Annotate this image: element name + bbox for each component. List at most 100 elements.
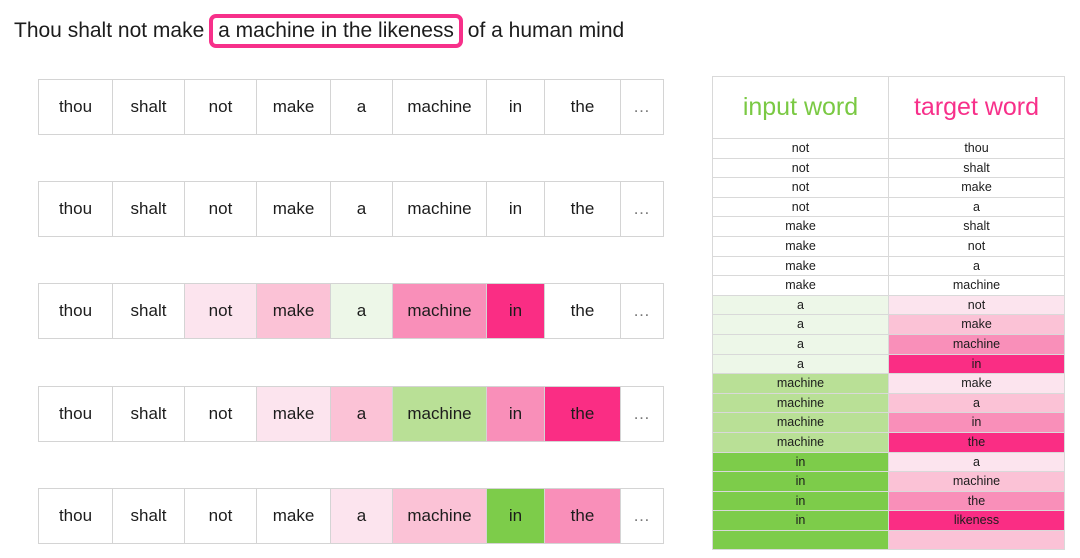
cell-input-word: machine [712, 412, 889, 433]
token-cell-a: a [331, 387, 393, 441]
token-cell-in: in [487, 387, 545, 441]
token-cell-ellipsis: … [621, 284, 663, 338]
cell-target-word: the [888, 431, 1065, 453]
token-cell-make: make [257, 387, 331, 441]
cell-target-word: machine [888, 471, 1065, 492]
token-cell-a: a [331, 182, 393, 236]
cell-input-word: in [712, 451, 889, 473]
cell-input-word: machine [712, 373, 889, 394]
token-cell-shalt: shalt [113, 182, 185, 236]
cell-target-word: likeness [888, 510, 1065, 531]
cell-target-word: in [888, 353, 1065, 375]
token-cell-machine: machine [393, 387, 487, 441]
token-cell-shalt: shalt [113, 489, 185, 543]
token-cell-thou: thou [39, 489, 113, 543]
token-cell-the: the [545, 387, 621, 441]
cell-input-word: not [712, 177, 889, 198]
cell-target-word: machine [888, 333, 1065, 355]
token-cell-make: make [257, 489, 331, 543]
cell-target-word: shalt [888, 157, 1065, 179]
token-cell-thou: thou [39, 284, 113, 338]
token-cell-in: in [487, 80, 545, 134]
cell-target-word: not [888, 235, 1065, 257]
token-cell-machine: machine [393, 80, 487, 134]
token-cell-thou: thou [39, 387, 113, 441]
cell-input-word: a [712, 294, 889, 316]
token-cell-shalt: shalt [113, 80, 185, 134]
token-cell-machine: machine [393, 182, 487, 236]
cell-target-word: a [888, 255, 1065, 277]
sentence-title: Thou shalt not make a machine in the lik… [14, 14, 624, 48]
column-header-input-word: input word [712, 76, 889, 139]
token-cell-ellipsis: … [621, 182, 663, 236]
token-cell-shalt: shalt [113, 387, 185, 441]
token-cell-in: in [487, 284, 545, 338]
cell-target-word: make [888, 177, 1065, 198]
cell-target-word: not [888, 294, 1065, 316]
token-cell-not: not [185, 284, 257, 338]
table-header-row: input word target word [712, 76, 1065, 139]
cell-target-word: in [888, 412, 1065, 433]
token-cell-the: the [545, 284, 621, 338]
cell-target-word: make [888, 314, 1065, 335]
title-suffix: of a human mind [467, 19, 625, 42]
cell-input-word: make [712, 275, 889, 296]
token-cell-a: a [331, 284, 393, 338]
cell-input-word: machine [712, 431, 889, 453]
token-cell-a: a [331, 80, 393, 134]
cell-target-word: make [888, 373, 1065, 394]
cell-input-word: make [712, 255, 889, 277]
cell-input-word: a [712, 314, 889, 335]
cell-input-word [712, 529, 889, 551]
token-cell-make: make [257, 284, 331, 338]
table-row [712, 529, 1065, 551]
title-highlight-box: a machine in the likeness [209, 14, 463, 48]
cell-input-word: not [712, 138, 889, 159]
title-prefix: Thou shalt not make [14, 19, 205, 42]
cell-input-word: in [712, 471, 889, 492]
cell-input-word: machine [712, 392, 889, 414]
cell-input-word: not [712, 196, 889, 218]
token-cell-shalt: shalt [113, 284, 185, 338]
cell-input-word: make [712, 235, 889, 257]
token-cell-the: the [545, 80, 621, 134]
cell-target-word: shalt [888, 216, 1065, 237]
token-cell-not: not [185, 387, 257, 441]
token-cell-in: in [487, 489, 545, 543]
cell-input-word: a [712, 353, 889, 375]
column-header-target-word: target word [888, 76, 1065, 139]
token-cell-in: in [487, 182, 545, 236]
token-cell-thou: thou [39, 80, 113, 134]
token-cell-the: the [545, 182, 621, 236]
token-cell-ellipsis: … [621, 387, 663, 441]
cell-target-word: the [888, 490, 1065, 512]
cell-target-word: thou [888, 138, 1065, 159]
cell-target-word [888, 529, 1065, 551]
token-cell-not: not [185, 489, 257, 543]
cell-input-word: not [712, 157, 889, 179]
cell-target-word: a [888, 451, 1065, 473]
token-cell-make: make [257, 182, 331, 236]
cell-input-word: in [712, 490, 889, 512]
